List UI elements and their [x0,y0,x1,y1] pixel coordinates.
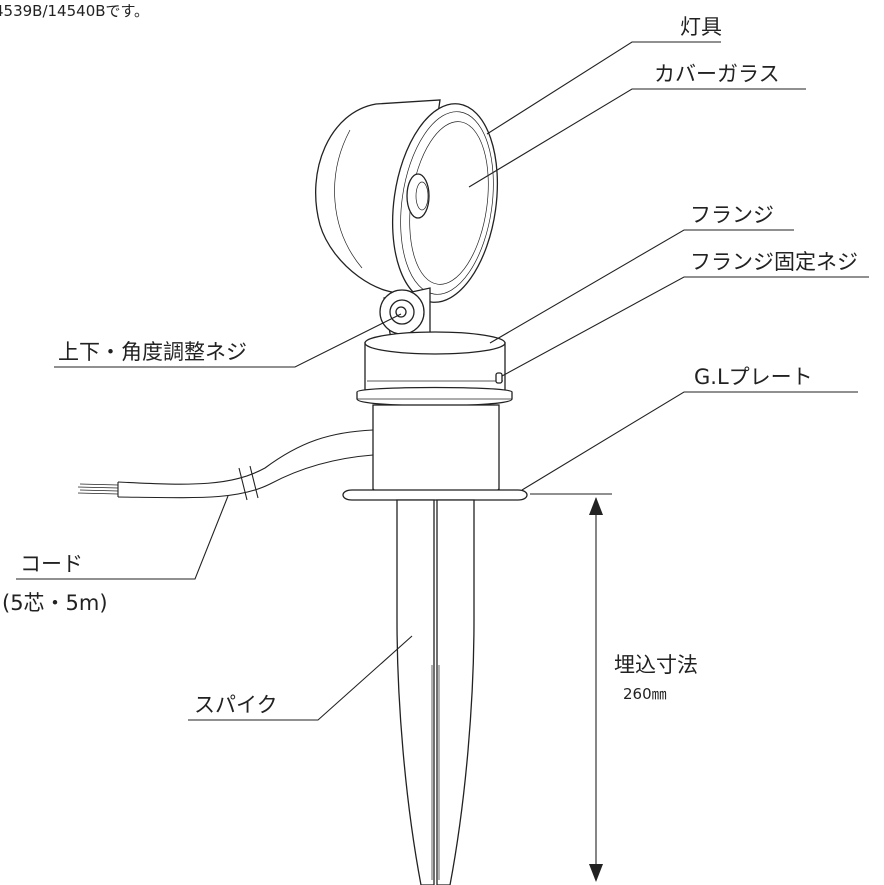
label-gl-plate: G.Lプレート [694,365,813,389]
spike [396,499,475,885]
gl-plate [342,489,528,501]
label-cover-glass: カバーガラス [654,62,780,86]
lamp-front-rim [391,103,499,303]
label-embed-value: 260㎜ [623,685,667,703]
label-fixture: 灯具 [680,15,722,39]
label-embed-title: 埋込寸法 [614,653,698,677]
flange [356,331,513,407]
embed-dimension [530,493,612,882]
header-text: 4539B/14540Bです。 [0,2,149,20]
flange-fix-screw [495,372,503,384]
label-angle-screw: 上下・角度調整ネジ [58,340,247,364]
lamp-bulb [406,173,430,219]
label-flange: フランジ [690,203,774,227]
leader-lines [16,41,869,721]
lamp-head [315,99,499,303]
label-cord-spec: (5芯・5m) [2,591,108,615]
cord [77,429,374,501]
body-tube [372,404,500,496]
label-cord: コード [20,552,83,576]
label-flange-screw: フランジ固定ネジ [690,250,858,274]
label-spike: スパイク [194,693,278,717]
